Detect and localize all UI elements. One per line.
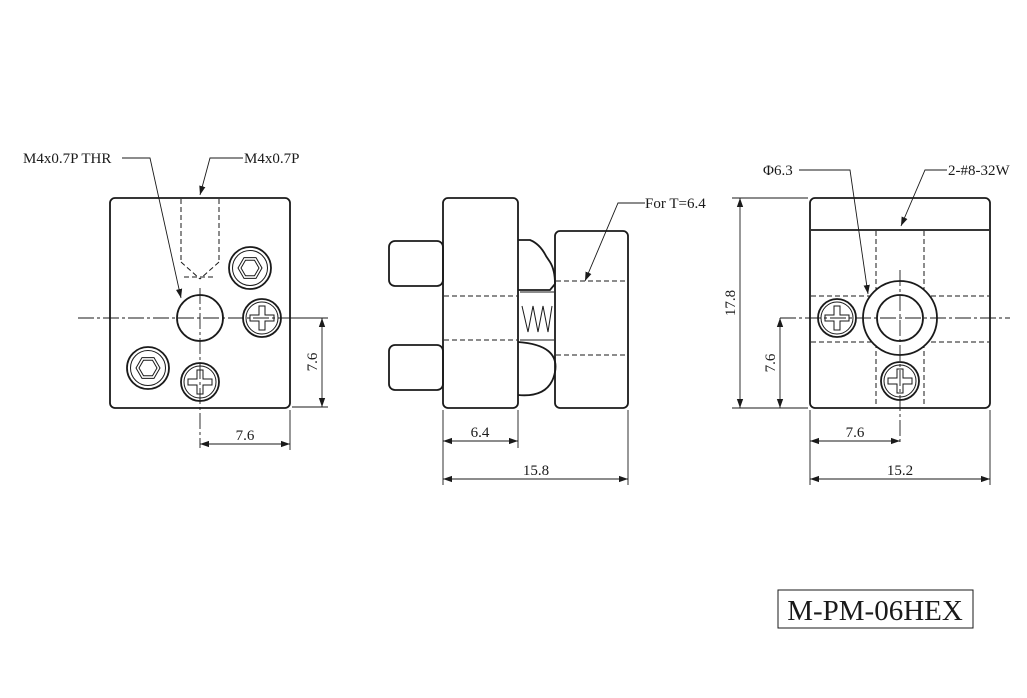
side-ball	[517, 341, 557, 397]
note-callout: For T=6.4	[645, 196, 706, 212]
front-view: M4x0.7P THR M4x0.7P 7.6 7.6	[23, 151, 328, 450]
bore-leader	[799, 169, 870, 295]
bore-callout: Φ6.3	[763, 163, 793, 179]
side-thickness-dim-label: 6.4	[471, 425, 490, 441]
note-leader	[584, 202, 645, 282]
rear-view: Φ6.3 2-#8-32W 17.8 7.6 7.6 15.2	[723, 163, 1010, 485]
front-horizontal-dim-label: 7.6	[236, 428, 255, 444]
tap-callout: M4x0.7P	[244, 151, 299, 167]
side-spring	[521, 305, 553, 333]
rear-width-dim-label: 15.2	[887, 463, 913, 479]
front-hex-socket-screw-top	[228, 246, 272, 290]
title-block-frame	[777, 589, 974, 629]
front-hex-socket-screw-bottom	[126, 346, 170, 390]
side-main-block	[442, 197, 519, 409]
rear-vertical-dim-label: 7.6	[763, 353, 779, 372]
tapped-hole-hidden	[180, 199, 220, 280]
front-vertical-dim-label: 7.6	[305, 352, 321, 371]
thru-tap-leader	[122, 157, 183, 299]
screw-callout: 2-#8-32W	[948, 163, 1010, 179]
part-number: M-PM-06HEX	[787, 595, 963, 627]
thru-tap-callout: M4x0.7P THR	[23, 151, 111, 167]
rear-horizontal-dim-label: 7.6	[846, 425, 865, 441]
side-view: For T=6.4 6.4 15.8	[388, 196, 706, 485]
rear-height-dim-label: 17.8	[723, 290, 739, 316]
side-right-block	[554, 230, 629, 409]
side-pin-lower	[388, 344, 444, 391]
side-plunger	[518, 239, 556, 291]
title-block: M-PM-06HEX	[777, 589, 974, 629]
side-pin-upper	[388, 240, 444, 287]
screw-leader	[900, 169, 947, 227]
tap-leader	[199, 157, 243, 196]
side-length-dim-label: 15.8	[523, 463, 549, 479]
